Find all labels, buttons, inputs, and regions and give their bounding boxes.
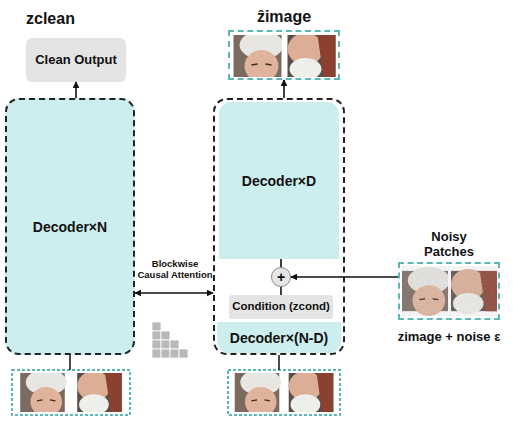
- decoder-block: Decoder×(N-D): [217, 322, 341, 353]
- decoder-stack: Decoder×N: [5, 98, 135, 355]
- box-label: Decoder×N: [7, 218, 133, 234]
- image-patches: ẑimage: [228, 30, 340, 80]
- arrow-connector: [280, 287, 282, 295]
- heading-label: zimage + noise ε: [398, 330, 501, 345]
- box-label: Decoder×D: [219, 172, 339, 188]
- arrow-connector: [291, 276, 398, 278]
- heading-label: Noisy Patches: [409, 230, 489, 260]
- causal-mask-icon: [152, 322, 188, 358]
- output-box: zcleanClean Output: [26, 38, 126, 82]
- arrow-connector: [280, 259, 282, 267]
- box-label: Decoder×(N-D): [217, 329, 341, 345]
- edge-label: Blockwise Causal Attention: [137, 258, 213, 281]
- decoder-block: Decoder×D: [219, 102, 339, 259]
- image-patches: Noisy Patcheszimage + noise ε: [398, 262, 500, 320]
- box-label: Clean Output: [26, 53, 126, 68]
- input-patches-left: [12, 355, 130, 417]
- noisy-patches-image: [402, 266, 497, 316]
- decoder-stack: Decoder×D + Condition (zcond) Decoder×(N-D): [213, 98, 345, 355]
- box-label: Condition (zcond): [229, 300, 333, 313]
- arrow-connector: [135, 292, 213, 294]
- arrow-connector: [75, 82, 77, 98]
- input-patches-right: [228, 355, 340, 417]
- heading-label: ẑimage: [257, 8, 311, 26]
- condition-box: Condition (zcond): [229, 295, 333, 319]
- add-operator: +: [271, 267, 291, 287]
- output-patches: [234, 31, 336, 82]
- arrow-connector: [283, 80, 285, 98]
- heading-label: zclean: [26, 10, 75, 28]
- box-label: +: [272, 269, 290, 285]
